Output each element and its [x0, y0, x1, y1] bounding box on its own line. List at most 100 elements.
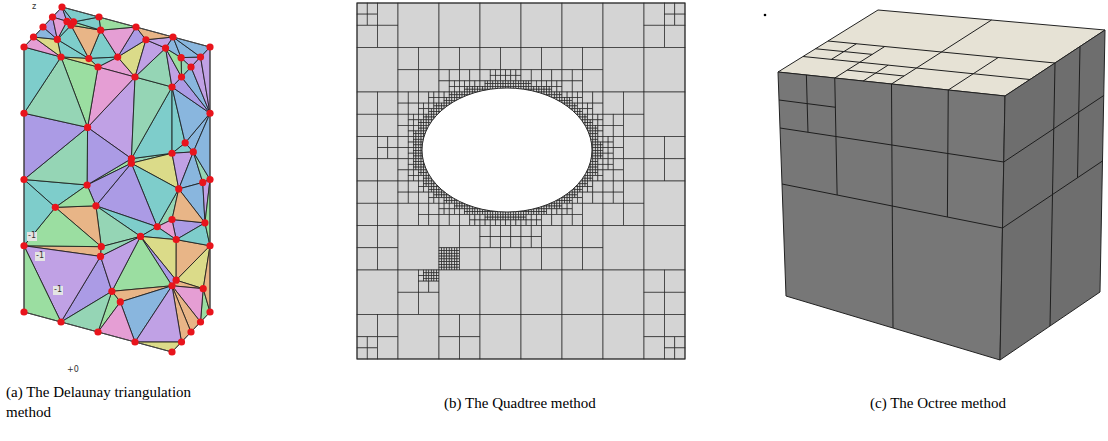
- quadtree-cell: [457, 262, 460, 265]
- quadtree-cell: [583, 114, 586, 117]
- quadtree-cell: [398, 181, 408, 192]
- quadtree-cell: [506, 75, 511, 81]
- delaunay-triangle: [55, 185, 96, 207]
- quadtree-cell: [593, 173, 596, 176]
- quadtree-cell: [562, 48, 583, 70]
- quadtree-cell: [583, 181, 586, 184]
- quadtree-cell: [588, 175, 591, 178]
- quadtree-cell: [577, 92, 582, 98]
- quadtree-cell: [603, 48, 644, 93]
- quadtree-cell: [600, 148, 603, 151]
- quadtree-cell: [419, 131, 422, 134]
- quadtree-cell: [439, 203, 444, 209]
- quadtree-cell: [398, 137, 408, 148]
- quadtree-cell: [521, 226, 531, 237]
- quadtree-cell: [490, 70, 495, 76]
- quadtree-cell: [549, 89, 552, 92]
- quadtree-cell: [470, 212, 473, 215]
- quadtree-cell: [531, 86, 534, 89]
- quadtree-cell: [444, 256, 447, 259]
- quadtree-cell: [470, 81, 475, 87]
- quadtree-cell: [524, 84, 527, 87]
- vertex-dot: [52, 204, 59, 211]
- quadtree-cell: [357, 226, 378, 248]
- quadtree-cell: [378, 337, 399, 359]
- quadtree-cell: [536, 220, 541, 226]
- quadtree-cell: [488, 217, 491, 220]
- quadtree-cell: [426, 123, 429, 126]
- quadtree-cell: [583, 109, 588, 115]
- quadtree-cell: [447, 262, 450, 265]
- delaunay-triangle: [101, 236, 141, 291]
- quadtree-cell: [508, 214, 511, 217]
- quadtree-cell: [598, 148, 601, 151]
- quadtree-cell: [485, 214, 488, 217]
- quadtree-cell: [439, 248, 442, 251]
- vertex-dot: [30, 33, 37, 40]
- quadtree-cell: [378, 181, 399, 203]
- quadtree-cell: [419, 156, 422, 159]
- quadtree-cell: [454, 264, 457, 267]
- quadtree-cell: [472, 86, 475, 89]
- quadtree-cell: [454, 92, 457, 95]
- quadtree-cell: [665, 348, 675, 359]
- quadtree-cell: [531, 81, 536, 87]
- quadtree-cell: [598, 142, 601, 145]
- quadtree-cell: [424, 175, 427, 178]
- quadtree-cell: [593, 156, 596, 159]
- quadtree-cell: [460, 226, 481, 248]
- quadtree-cell: [490, 220, 495, 226]
- quadtree-cell: [419, 120, 422, 123]
- quadtree-cell: [608, 142, 613, 148]
- quadtree-cell: [442, 195, 445, 198]
- quadtree-cell: [378, 114, 399, 136]
- quadtree-cell: [475, 220, 480, 226]
- delaunay-triangle: [24, 47, 61, 113]
- quadtree-cell: [506, 220, 511, 226]
- quadtree-cell: [575, 106, 578, 109]
- quadtree-cell: [429, 111, 432, 114]
- quadtree-cell: [429, 198, 434, 204]
- quadtree-cell: [580, 111, 583, 114]
- quadtree-cell: [426, 273, 429, 276]
- quadtree-cell: [436, 106, 439, 109]
- quadtree-cell: [521, 315, 562, 360]
- quadtree-cell: [603, 159, 608, 165]
- quadtree-cell: [454, 209, 459, 215]
- quadtree-cell: [429, 273, 432, 276]
- quadtree-cell: [419, 187, 424, 193]
- quadtree-cell: [431, 276, 434, 279]
- quadtree-cell: [595, 134, 598, 137]
- quadtree-cell: [580, 189, 583, 192]
- quadtree-cell: [644, 292, 665, 314]
- quadtree-cell: [518, 214, 521, 217]
- octree-illustration: [764, 10, 1105, 360]
- quadtree-cell: [444, 267, 447, 270]
- quadtree-cell: [544, 86, 547, 89]
- quadtree-cell: [588, 178, 591, 181]
- quadtree-cell: [593, 92, 603, 103]
- quadtree-cell: [434, 187, 437, 190]
- quadtree-cell: [439, 264, 442, 267]
- quadtree-cell: [421, 120, 424, 123]
- vertex-dot: [190, 148, 197, 155]
- quadtree-cell: [508, 84, 511, 87]
- quadtree-cell: [457, 92, 460, 95]
- quadtree-cell: [624, 137, 645, 159]
- quadtree-cell: [590, 120, 593, 123]
- quadtree-cell: [426, 184, 429, 187]
- quadtree-cell: [398, 125, 408, 136]
- vertex-dot: [114, 53, 121, 60]
- quadtree-cell: [518, 84, 521, 87]
- quadtree-cell: [378, 92, 399, 114]
- quadtree-cell: [552, 81, 557, 87]
- quadtree-cell: [572, 98, 577, 104]
- quadtree-cell: [444, 209, 449, 215]
- quadtree-cell: [498, 84, 501, 87]
- vertex-dot: [197, 53, 204, 60]
- quadtree-cell: [439, 267, 442, 270]
- quadtree-cell: [398, 203, 419, 225]
- quadtree-cell: [577, 109, 580, 112]
- quadtree-cell: [549, 92, 552, 95]
- delaunay-triangle: [203, 246, 210, 312]
